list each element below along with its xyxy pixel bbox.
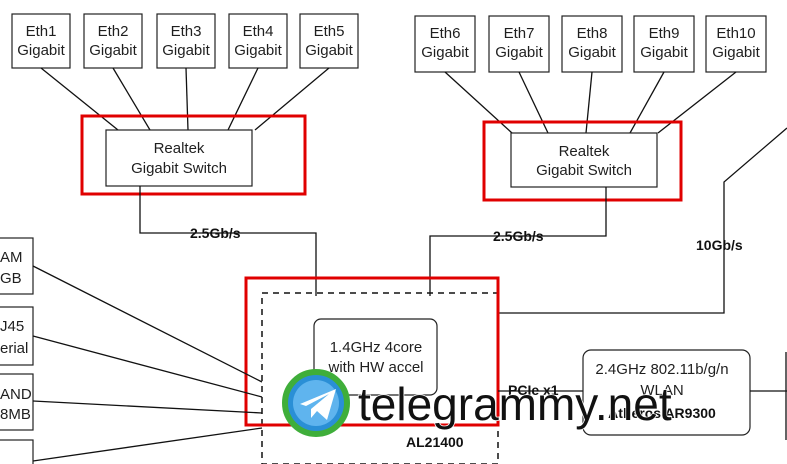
port-eth8-speed: Gigabit: [568, 44, 616, 61]
side-box-2-line1: J45: [0, 318, 24, 335]
switch-left-type: Gigabit Switch: [131, 160, 227, 177]
cpu-accel: with HW accel: [327, 359, 423, 376]
port-eth5-name: Eth5: [314, 23, 345, 40]
port-eth7-speed: Gigabit: [495, 44, 543, 61]
port-eth1-name: Eth1: [26, 23, 57, 40]
soc-label: AL21400: [406, 434, 464, 450]
port-eth4-speed: Gigabit: [234, 42, 282, 59]
switch-right-type: Gigabit Switch: [536, 162, 632, 179]
port-eth9-speed: Gigabit: [640, 44, 688, 61]
port-eth2-speed: Gigabit: [89, 42, 137, 59]
port-eth3-speed: Gigabit: [162, 42, 210, 59]
port-eth6-speed: Gigabit: [421, 44, 469, 61]
link-right-speed: 2.5Gb/s: [493, 228, 544, 244]
switch-left: Realtek Gigabit Switch: [80, 114, 307, 196]
port-eth7-name: Eth7: [504, 25, 535, 42]
switch-right-vendor: Realtek: [559, 143, 610, 160]
wlan-standard: 2.4GHz 802.11b/g/n: [595, 361, 728, 378]
soc-block: 1.4GHz 4core with HW accel AL21400: [244, 276, 500, 464]
side-box-3-line2: 8MB: [0, 406, 31, 423]
port-eth3-name: Eth3: [171, 23, 202, 40]
link-wires: [139, 127, 787, 314]
side-box-2-line2: erial: [0, 340, 28, 357]
pcie-label: PCIe x1: [508, 382, 559, 398]
side-boxes: AM GB J45 erial AND 8MB: [0, 237, 263, 464]
telegram-logo-icon: [282, 369, 350, 437]
port-eth10-name: Eth10: [716, 25, 755, 42]
link-left-speed: 2.5Gb/s: [190, 225, 241, 241]
left-port-group: Eth1 Gigabit Eth2 Gigabit Eth3 Gigabit E…: [11, 13, 359, 69]
port-eth5-speed: Gigabit: [305, 42, 353, 59]
port-eth8-name: Eth8: [577, 25, 608, 42]
port-eth4-name: Eth4: [243, 23, 274, 40]
port-eth2-name: Eth2: [98, 23, 129, 40]
port-eth10-speed: Gigabit: [712, 44, 760, 61]
wlan-chip: Atheros AR9300: [608, 405, 716, 421]
side-box-1-line2: GB: [0, 270, 22, 287]
cpu-spec: 1.4GHz 4core: [330, 339, 423, 356]
wlan-label: WLAN: [640, 382, 683, 399]
port-eth6-name: Eth6: [430, 25, 461, 42]
switch-right: Realtek Gigabit Switch: [482, 120, 683, 202]
link-uplink-speed: 10Gb/s: [696, 237, 743, 253]
port-eth9-name: Eth9: [649, 25, 680, 42]
wlan-block: PCIe x1 2.4GHz 802.11b/g/n WLAN Atheros …: [498, 349, 787, 440]
switch-left-vendor: Realtek: [154, 140, 205, 157]
side-box-3-line1: AND: [0, 386, 32, 403]
port-eth1-speed: Gigabit: [17, 42, 65, 59]
side-box-1-line1: AM: [0, 249, 23, 266]
watermark-text: telegrammy.net: [358, 378, 672, 430]
right-port-group: Eth6 Gigabit Eth7 Gigabit Eth8 Gigabit E…: [414, 15, 767, 73]
